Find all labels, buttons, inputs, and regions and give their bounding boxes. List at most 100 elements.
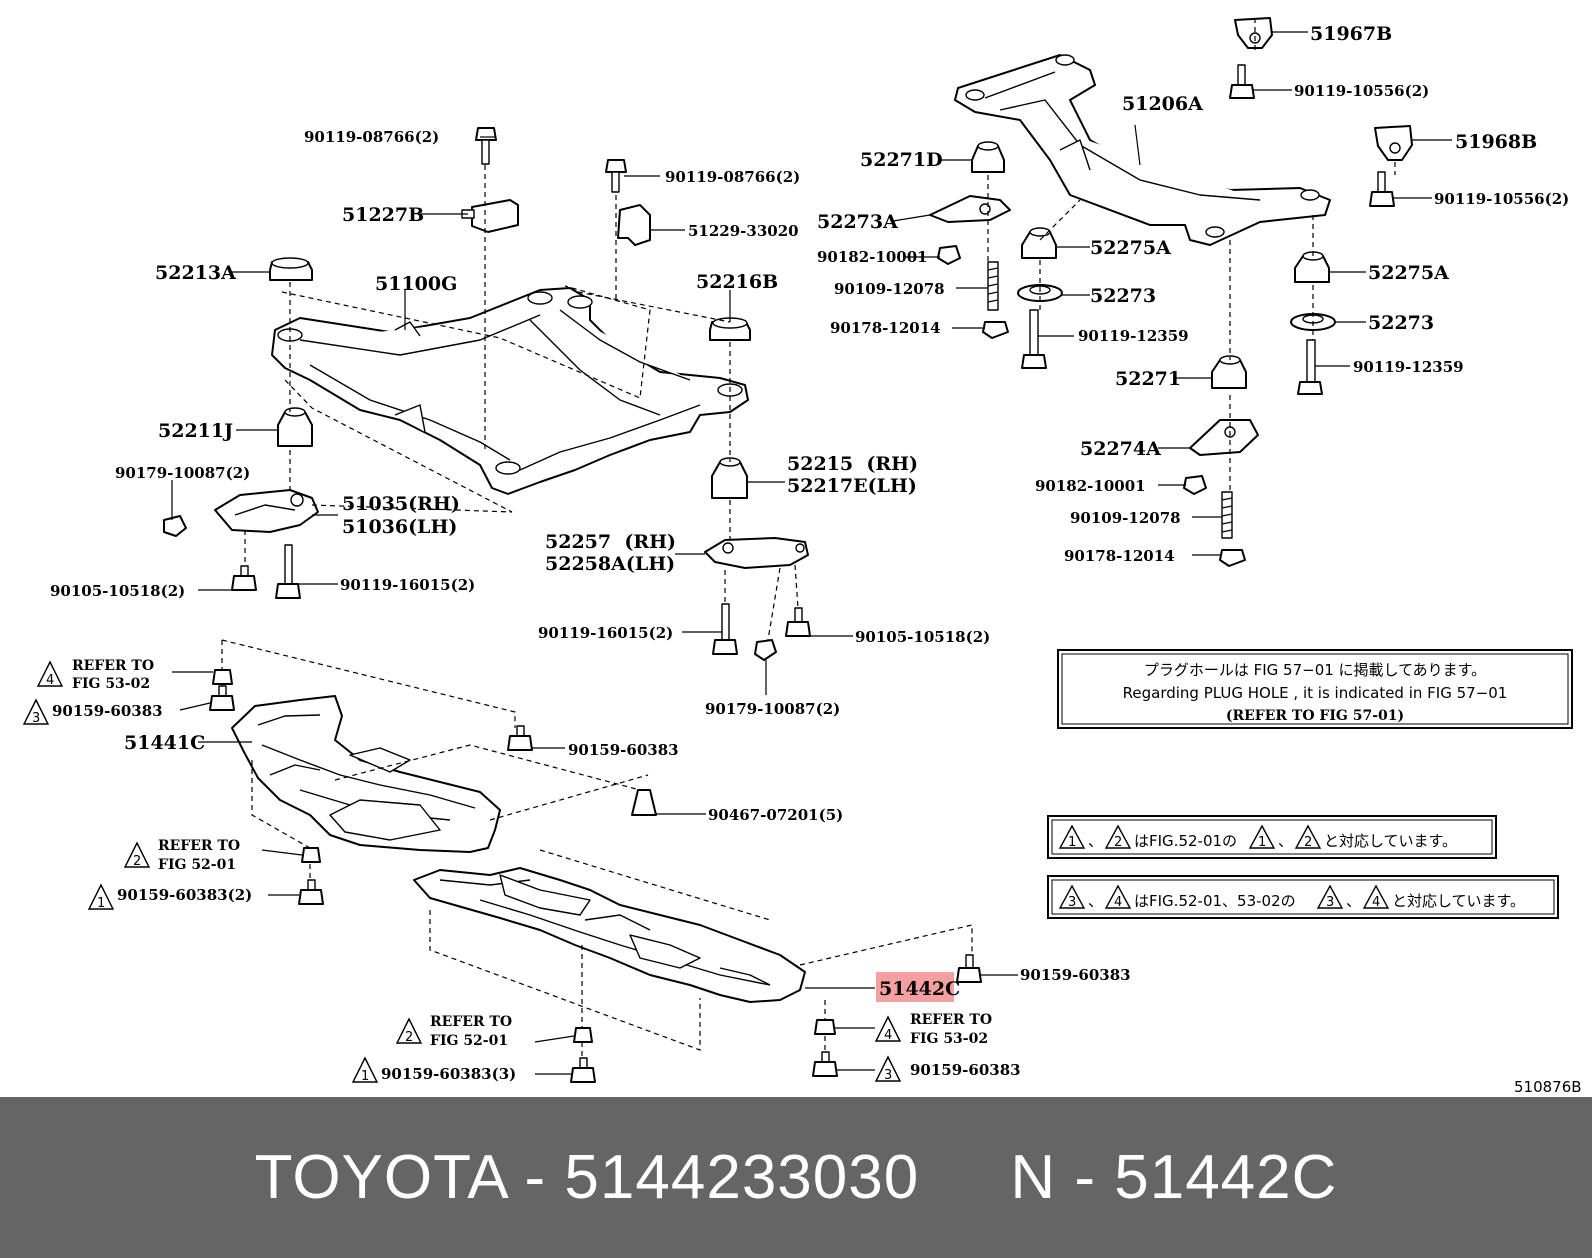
bracket-52257 (704, 537, 809, 569)
refer-triangle-1-a: 1 (87, 883, 115, 911)
rear-crossmember-51206A (954, 54, 1331, 246)
label-90119-12359-a: 90119-12359 (1078, 327, 1189, 345)
label-90159-60383-f: 90159-60383 (910, 1061, 1021, 1079)
parts-diagram: 51967B 90119-10556(2) 51206A 51968B 9011… (22, 17, 1582, 1096)
bushing-52211J (277, 407, 313, 447)
note-plug-hole-ref: (REFER TO FIG 57-01) (1226, 708, 1404, 724)
svg-text:2: 2 (1114, 835, 1122, 850)
svg-text:1: 1 (1068, 835, 1076, 850)
note-triangles-3-4: 3 、 4 はFIG.52-01、53-02の 3 、 4 と対応しています。 (1047, 875, 1559, 919)
bolt-90105-10518-a (231, 565, 257, 591)
label-52215: 52215 (RH) (787, 453, 918, 475)
svg-text:2: 2 (133, 854, 141, 869)
front-suspension-member-51100G (271, 287, 749, 495)
bolt-90159-60383-e (570, 1057, 596, 1083)
svg-text:4: 4 (884, 1028, 892, 1043)
stud-90109-12078-a (987, 261, 999, 311)
refer-triangle-3-a: 3 (22, 698, 50, 726)
refer-triangle-3-b: 3 (874, 1055, 902, 1083)
label-90159-60383-b: 90159-60383 (568, 741, 679, 759)
svg-text:4: 4 (1372, 895, 1380, 910)
label-refer-to-b: REFER TO (158, 838, 240, 854)
bolt-90119-10556-a (1229, 64, 1255, 99)
label-52273-a: 52273 (1090, 285, 1156, 307)
label-52274A: 52274A (1080, 438, 1161, 460)
label-90119-16015-a: 90119-16015(2) (340, 576, 475, 594)
banner-text: TOYOTA - 5144233030 N - 51442C (254, 1143, 1338, 1212)
svg-text:3: 3 (884, 1068, 892, 1083)
label-90182-10001-b: 90182-10001 (1035, 477, 1146, 495)
label-refer-to-a: REFER TO (72, 658, 154, 674)
bracket-51035 (214, 489, 319, 533)
nut-90179-10087-a (163, 515, 187, 537)
bolt-90119-12359-a (1021, 309, 1047, 369)
bracket-51227B (461, 199, 519, 233)
clip-refer-52-01-a (301, 847, 321, 863)
label-52217E: 52217E(LH) (787, 475, 917, 497)
label-fig-53-02-b: FIG 53-02 (910, 1031, 988, 1047)
label-90179-10087-a: 90179-10087(2) (115, 464, 250, 482)
bolt-90119-16015-b (712, 603, 738, 655)
label-52257: 52257 (RH) (545, 531, 676, 553)
bracket-51967B (1234, 17, 1273, 49)
label-51227B: 51227B (342, 204, 424, 226)
label-52258A: 52258A(LH) (545, 553, 675, 575)
label-52271: 52271 (1115, 368, 1181, 390)
svg-text:、: 、 (1346, 892, 1361, 910)
svg-text:2: 2 (1304, 835, 1312, 850)
svg-text:4: 4 (1114, 895, 1122, 910)
bushing-52271 (1211, 355, 1247, 389)
refer-triangle-2-b: 2 (395, 1017, 423, 1045)
label-90159-60383-e: 90159-60383(3) (381, 1065, 516, 1083)
bolt-90119-08766-b (605, 159, 627, 193)
bushing-52213A (269, 257, 313, 281)
bushing-52215 (711, 457, 748, 499)
refer-triangle-1-b: 1 (351, 1056, 379, 1084)
label-refer-to-d: REFER TO (430, 1014, 512, 1030)
label-52275A-b: 52275A (1368, 262, 1449, 284)
bushing-52275A-b (1294, 251, 1330, 283)
label-fig-52-01-b: FIG 52-01 (430, 1033, 508, 1049)
nut-90182-10001-b (1183, 475, 1207, 495)
bushing-52275A-a (1021, 227, 1057, 259)
highlight-51442C (876, 972, 954, 1002)
note-plug-hole-en: Regarding PLUG HOLE , it is indicated in… (1123, 684, 1508, 702)
label-90109-12078-b: 90109-12078 (1070, 509, 1181, 527)
svg-text:3: 3 (32, 711, 40, 726)
washer-90178-12014-b (1219, 549, 1246, 567)
clip-refer-53-02-a (212, 669, 233, 685)
svg-text:1: 1 (97, 896, 105, 911)
label-90119-16015-b: 90119-16015(2) (538, 624, 673, 642)
figure-code: 510876B (1514, 1078, 1582, 1096)
svg-text:4: 4 (46, 673, 54, 688)
label-52211J: 52211J (158, 420, 233, 442)
clip-refer-53-02-b (814, 1019, 836, 1035)
label-90109-12078-a: 90109-12078 (834, 280, 945, 298)
label-90119-08766-b: 90119-08766(2) (665, 168, 800, 186)
bracket-52274A (1189, 419, 1259, 456)
note-2-text: はFIG.52-01の (1134, 832, 1237, 850)
note-3-end: と対応しています。 (1392, 892, 1525, 910)
label-52273A: 52273A (817, 211, 898, 233)
bolt-90159-60383-b (507, 725, 533, 751)
svg-text:、: 、 (1278, 832, 1293, 850)
label-90178-12014-b: 90178-12014 (1064, 547, 1175, 565)
label-52271D: 52271D (860, 149, 943, 171)
nut-90179-10087-b (754, 639, 777, 661)
label-90159-60383-d: 90159-60383 (1020, 966, 1131, 984)
label-51968B: 51968B (1455, 131, 1537, 153)
bracket-52273A (929, 195, 1011, 223)
svg-text:3: 3 (1326, 895, 1334, 910)
label-51036: 51036(LH) (342, 516, 457, 538)
bolt-90105-10518-b (785, 607, 811, 637)
bolt-90119-10556-b (1369, 171, 1395, 207)
stud-90109-12078-b (1221, 491, 1233, 539)
bolt-90119-16015-a (275, 544, 301, 599)
bolt-90119-08766-a (475, 127, 497, 165)
note-triangles-1-2: 1 、 2 はFIG.52-01の 1 、 2 と対応しています。 (1047, 815, 1497, 859)
refer-triangle-4-a: 4 (36, 660, 64, 688)
under-cover-51441C (231, 695, 501, 853)
refer-triangle-2-a: 2 (123, 841, 151, 869)
svg-text:1: 1 (361, 1069, 369, 1084)
note-plug-hole-jp: プラグホールは FIG 57−01 に掲載してあります。 (1144, 661, 1486, 679)
